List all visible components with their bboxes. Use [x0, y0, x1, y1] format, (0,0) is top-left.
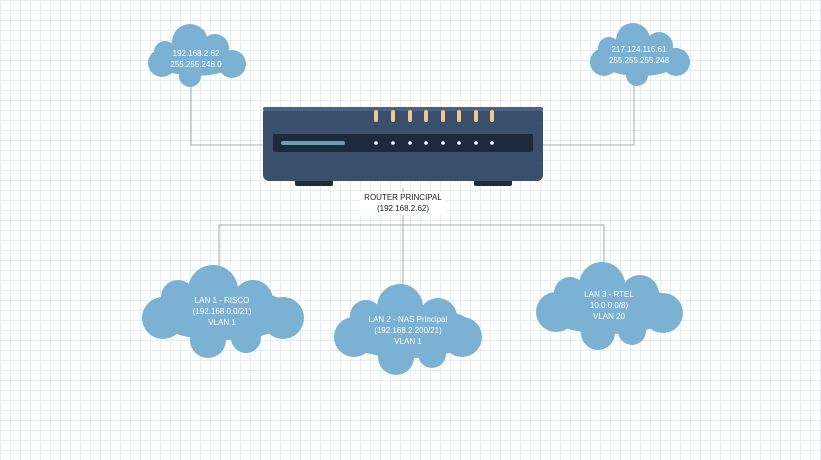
link-bus-to-lan3	[403, 224, 605, 263]
router-status-bar	[281, 141, 345, 145]
router-label-background	[360, 192, 446, 215]
cloud-lan2-shape	[334, 284, 482, 375]
cloud-wan-left-ip: 192.168.2.62	[173, 49, 220, 58]
cloud-wan-right-ip: 217.124.116.61	[611, 45, 667, 54]
antenna-icon	[391, 110, 395, 122]
led-icon	[391, 141, 395, 145]
router	[263, 107, 543, 186]
cloud-lan3-subnet: 10.0.0.0/8)	[590, 301, 629, 310]
cloud-lan1-shape	[142, 265, 304, 358]
router-top-edge	[263, 107, 543, 111]
led-icon	[490, 141, 494, 145]
cloud-lan3-vlan: VLAN 20	[593, 312, 626, 321]
antenna-icon	[441, 110, 445, 122]
cloud-lan1: LAN 1 - RISCO (192.168.0.0/21) VLAN 1	[142, 265, 304, 358]
antenna-icon	[408, 110, 412, 122]
cloud-lan3: LAN 3 - RTEL 10.0.0.0/8) VLAN 20	[536, 262, 683, 350]
cloud-wan-right-mask: 255.255.255.248	[609, 56, 670, 65]
led-icon	[441, 141, 445, 145]
cloud-lan1-vlan: VLAN 1	[208, 318, 236, 327]
cloud-wan-right: 217.124.116.61 255.255.255.248	[590, 23, 690, 86]
led-icon	[408, 141, 412, 145]
led-icon	[424, 141, 428, 145]
cloud-lan1-subnet: (192.168.0.0/21)	[193, 307, 252, 316]
antenna-icon	[490, 110, 494, 122]
led-icon	[374, 141, 378, 145]
link-router-to-top-right-cloud	[543, 78, 635, 146]
router-front-panel	[273, 134, 533, 152]
antenna-icon	[457, 110, 461, 122]
antenna-icon	[374, 110, 378, 122]
cloud-lan2-vlan: VLAN 1	[394, 337, 422, 346]
link-bus-to-lan1	[218, 224, 403, 268]
cloud-wan-left: 192.168.2.62 255.255.248.0	[148, 24, 246, 87]
led-icon	[474, 141, 478, 145]
cloud-lan2-subnet: (192.168.2.200/21)	[374, 326, 442, 335]
antenna-icon	[424, 110, 428, 122]
cloud-wan-left-shape	[148, 24, 246, 87]
router-antennas	[374, 110, 494, 122]
router-label-name: ROUTER PRINCIPAL	[364, 193, 442, 202]
router-label-ip: (192.168.2.62)	[377, 204, 429, 213]
antenna-icon	[474, 110, 478, 122]
router-leds	[374, 141, 494, 145]
cloud-lan1-name: LAN 1 - RISCO	[195, 296, 250, 305]
led-icon	[457, 141, 461, 145]
cloud-wan-left-mask: 255.255.248.0	[170, 60, 222, 69]
cloud-lan3-shape	[536, 262, 683, 350]
cloud-wan-right-shape	[590, 23, 690, 86]
link-router-to-top-left-cloud	[190, 80, 263, 146]
cloud-lan2: LAN 2 - NAS Principal (192.168.2.200/21)…	[334, 284, 482, 375]
cloud-lan2-name: LAN 2 - NAS Principal	[369, 315, 448, 324]
cloud-lan3-name: LAN 3 - RTEL	[584, 290, 634, 299]
connectors	[190, 78, 635, 285]
